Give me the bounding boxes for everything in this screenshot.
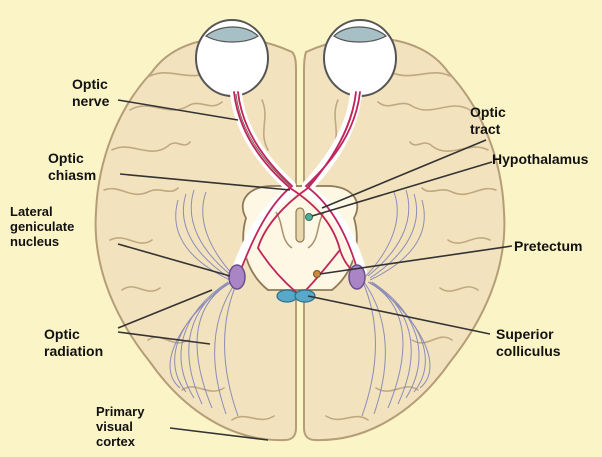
superior-colliculus-left [277,290,297,302]
lateral-geniculate-nucleus-left [229,265,245,289]
label-optic-radiation: Optic radiation [44,326,103,360]
label-pretectum: Pretectum [514,238,582,255]
hypothalamus-nucleus [306,214,313,221]
label-optic-tract: Optic tract [470,104,506,138]
left-eye [196,20,268,96]
label-optic-nerve: Optic nerve [72,76,109,110]
label-hypothalamus: Hypothalamus [492,151,588,168]
superior-colliculus-right [295,290,315,302]
label-lateral-geniculate-nucleus: Lateral geniculate nucleus [10,204,74,249]
right-eye [324,20,396,96]
label-primary-visual-cortex: Primary visual cortex [96,404,144,449]
pituitary-stalk [296,208,304,242]
label-optic-chiasm: Optic chiasm [48,150,96,184]
pretectum-nucleus [314,271,321,278]
label-superior-colliculus: Superior colliculus [496,326,561,360]
